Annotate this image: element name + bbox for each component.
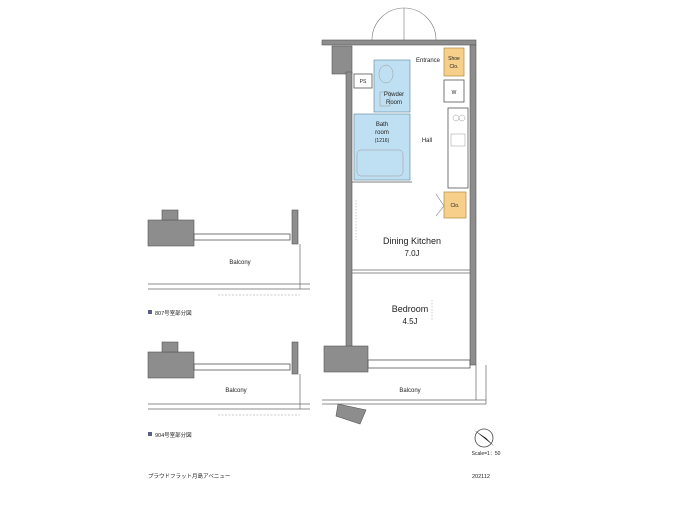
variant-904-bullet — [148, 432, 152, 436]
top-wall — [321, 39, 477, 46]
powder-room-label-2: Room — [386, 100, 402, 106]
closet — [443, 191, 467, 219]
bottom-wall-window — [367, 359, 471, 369]
closet-label: Clo. — [451, 203, 460, 209]
bath-room — [353, 113, 411, 181]
compass-ring — [474, 428, 494, 448]
kitchen-counter — [447, 107, 469, 189]
variant-904-balcony-label: Balcony — [225, 388, 246, 394]
variant-window-wall — [193, 233, 291, 241]
closet-door — [435, 193, 445, 217]
bath-room-size: (1216) — [375, 138, 390, 144]
powder-room-label-1: Powder — [384, 92, 404, 98]
washer-label: W — [452, 90, 457, 96]
left-wall — [345, 71, 353, 351]
left-column-bottom — [323, 345, 369, 373]
washer-space — [443, 79, 465, 103]
bedroom-label: Bedroom — [392, 304, 429, 314]
variant-window-wall — [193, 363, 291, 371]
right-wall — [469, 44, 477, 366]
toilet-icon — [378, 64, 394, 84]
bathtub-icon — [356, 149, 404, 177]
shoe-closet-label-2: Clo. — [450, 64, 459, 70]
stove-burner-icon — [452, 114, 460, 122]
variant-904-caption: 904号室部分図 — [155, 431, 192, 439]
balcony-label: Balcony — [399, 388, 420, 394]
variant-column-top — [161, 209, 179, 221]
scale-label: Scale=1：50 — [472, 451, 501, 457]
variant-column-top — [161, 341, 179, 353]
variant-column — [147, 219, 195, 247]
plan-date: 202112 — [472, 474, 490, 480]
variant-right-wall — [291, 341, 299, 375]
stove-burner-icon — [458, 114, 466, 122]
hall-label: Hall — [422, 138, 432, 144]
building-name: プラウドフラット月島アベニュー — [148, 472, 230, 480]
main-unit-plan: PS Powder Room Bath room (1216) Entrance… — [321, 7, 487, 425]
pipe-space — [353, 73, 373, 89]
compass-north-arrow-icon — [474, 430, 494, 446]
bedroom-size: 4.5J — [402, 317, 417, 326]
variant-807-bullet — [148, 310, 152, 314]
kitchen-sink-icon — [450, 133, 466, 147]
entrance-label: Entrance — [416, 58, 441, 64]
variant-807-caption: 807号室部分図 — [155, 309, 192, 317]
shoe-closet — [443, 47, 465, 77]
shoe-closet-label-1: Shoe — [448, 56, 460, 62]
sink-icon — [379, 91, 391, 107]
variant-column — [147, 351, 195, 379]
dining-kitchen-label: Dining Kitchen — [383, 236, 441, 246]
pipe-space-label: PS — [360, 79, 367, 85]
variant-904-plan: Balcony 904号室部分図 — [147, 341, 310, 439]
bath-room-label-1: Bath — [376, 122, 388, 128]
compass: Scale=1：50 — [472, 428, 501, 457]
dining-kitchen-size: 7.0J — [404, 249, 419, 258]
balcony-evac-hatch — [335, 403, 367, 425]
variant-right-wall — [291, 209, 299, 245]
variant-807-plan: Balcony 807号室部分図 — [147, 209, 310, 317]
variant-807-balcony-label: Balcony — [229, 260, 250, 266]
left-column-top — [331, 45, 353, 75]
bath-room-label-2: room — [375, 130, 389, 136]
